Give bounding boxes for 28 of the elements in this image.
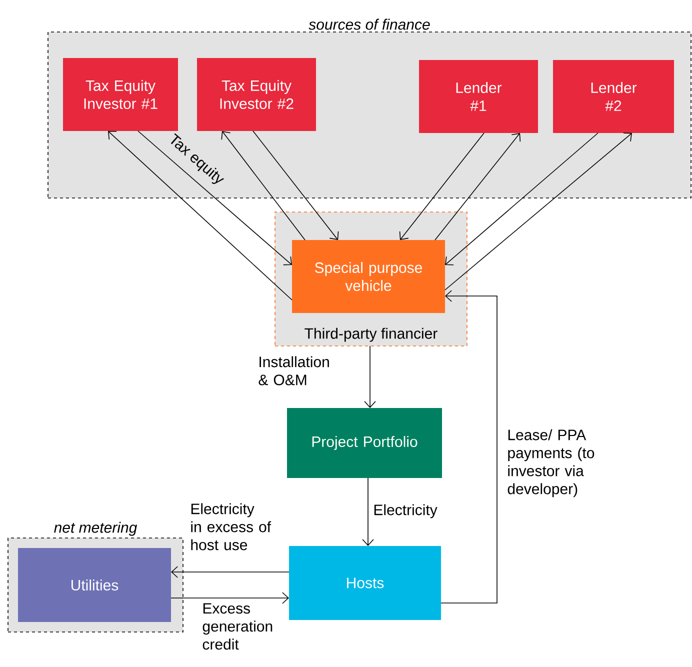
arrow <box>440 290 498 604</box>
arrow <box>170 592 289 604</box>
entity-box: Hosts <box>289 546 441 620</box>
entity-box: Utilities <box>18 548 171 622</box>
arrow <box>252 130 339 240</box>
node-label: sources of finance <box>308 18 430 30</box>
edge-label: Lease/ PPA payments (to investor via developer) <box>508 429 594 498</box>
entity-box: Lender #1 <box>419 60 538 133</box>
arrow <box>138 130 292 266</box>
entity-box: Special purpose vehicle <box>292 240 445 313</box>
node-label: net metering <box>54 522 138 536</box>
edge-label: Electricity in excess of host use <box>191 503 272 550</box>
entity-box: Project Portfolio <box>287 408 442 478</box>
edge-label: Installation & O&M <box>258 356 329 386</box>
entity-box: Tax Equity Investor #2 <box>197 58 316 131</box>
edge-label: Electricity <box>374 504 438 518</box>
arrow <box>445 132 598 266</box>
arrow <box>399 132 484 240</box>
arrow <box>364 346 376 408</box>
arrow <box>221 131 306 240</box>
entity-box: Lender #2 <box>553 60 674 133</box>
arrow <box>108 131 292 300</box>
entity-box: Tax Equity Investor #1 <box>63 58 178 131</box>
arrow <box>444 132 632 290</box>
arrow <box>362 478 374 546</box>
arrow <box>171 566 290 578</box>
arrow <box>434 133 521 240</box>
edge-label: Excess generation credit <box>202 603 272 650</box>
